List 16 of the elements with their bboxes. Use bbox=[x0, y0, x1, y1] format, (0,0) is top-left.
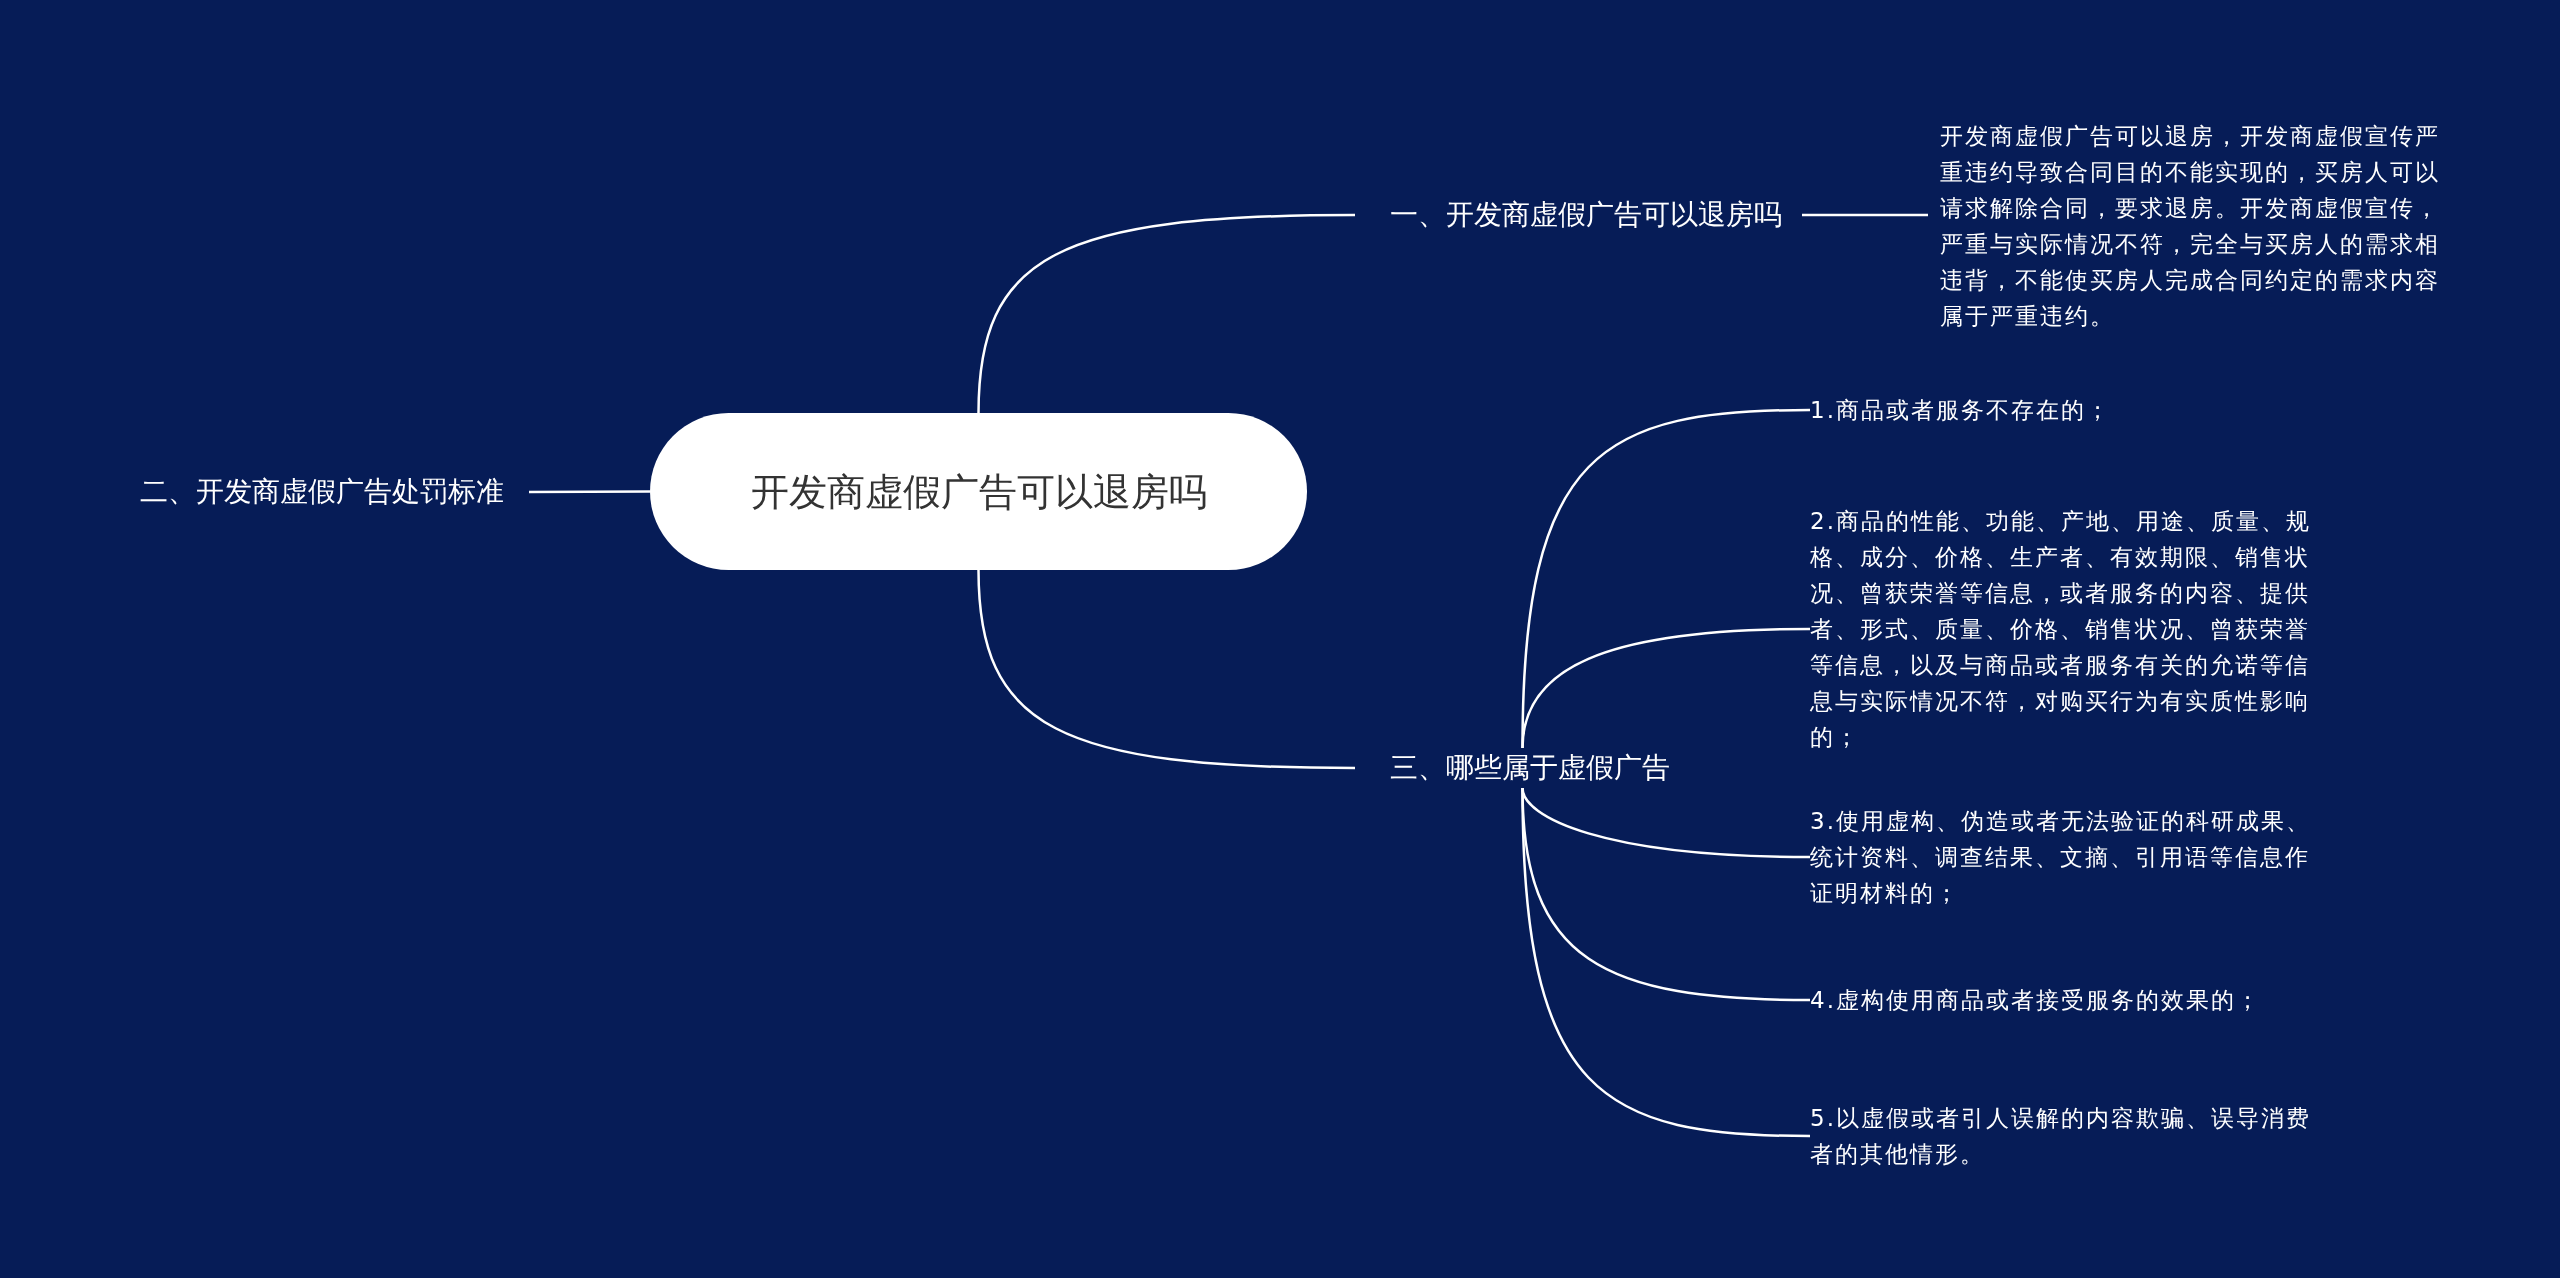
connector-line bbox=[1521, 627, 1811, 749]
branch-label: 一、开发商虚假广告可以退房吗 bbox=[1390, 197, 1782, 233]
list-item: 1.商品或者服务不存在的； bbox=[1810, 396, 2112, 425]
branch-label: 二、开发商虚假广告处罚标准 bbox=[140, 474, 504, 510]
connector-line bbox=[977, 569, 1355, 770]
branch-label: 三、哪些属于虚假广告 bbox=[1390, 750, 1670, 786]
list-item: 3.使用虚构、伪造或者无法验证的科研成果、统计资料、调查结果、文摘、引用语等信息作证明材料的； bbox=[1810, 807, 2312, 908]
connector-line bbox=[977, 213, 1355, 414]
topic-label: 开发商虚假广告可以退房吗 bbox=[750, 468, 1207, 516]
list-item: 5.以虚假或者引人误解的内容欺骗、误导消费者的其他情形。 bbox=[1810, 1104, 2312, 1169]
detail-text: 开发商虚假广告可以退房，开发商虚假宣传严重违约导致合同目的不能实现的，买房人可以请求解除合同，要求退房。开发商虚假宣传，严重与实际情况不符，完全与买房人的需求相违背，不能使买房人完成合同约定的需求内容属于严重违约。 bbox=[1940, 122, 2441, 331]
list-item: 4.虚构使用商品或者接受服务的效果的； bbox=[1810, 986, 2262, 1015]
list-item: 2.商品的性能、功能、产地、用途、质量、规格、成分、价格、生产者、有效期限、销售状况、曾获荣誉等信息，或者服务的内容、提供者、形式、质量、价格、销售状况、曾获荣誉等信息，以及与商品或者服务有关的允诺等信息与实际情况不符，对购买行为有实质性影响的； bbox=[1810, 507, 2312, 752]
connector-line bbox=[1802, 213, 1928, 217]
connector-line bbox=[1521, 787, 1811, 1138]
connector-line bbox=[529, 490, 650, 494]
